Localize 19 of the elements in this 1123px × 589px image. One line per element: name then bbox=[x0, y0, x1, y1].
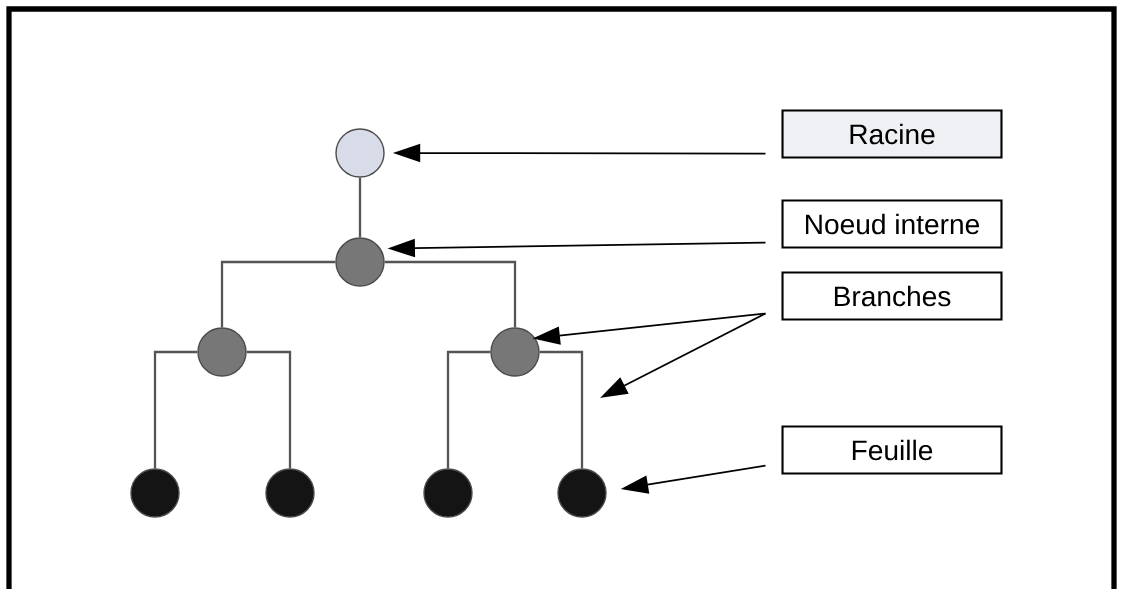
label-box: Racine bbox=[781, 109, 1003, 159]
branch-line bbox=[539, 350, 584, 469]
branch-line bbox=[446, 350, 491, 469]
label-box: Noeud interne bbox=[781, 199, 1003, 249]
branch-line bbox=[153, 350, 198, 469]
leaf-circle bbox=[265, 468, 315, 518]
label-box: Branches bbox=[781, 271, 1003, 321]
leaf-circle bbox=[557, 468, 607, 518]
internal-node-circle bbox=[490, 327, 540, 377]
branch-line bbox=[220, 260, 336, 328]
root-circle bbox=[335, 128, 385, 178]
branch-line bbox=[246, 350, 292, 469]
branch-line bbox=[358, 177, 362, 238]
leaf-circle bbox=[423, 468, 473, 518]
internal-node-circle bbox=[335, 237, 385, 287]
branch-line bbox=[384, 260, 517, 328]
leaf-circle bbox=[130, 468, 180, 518]
label-box: Feuille bbox=[781, 425, 1003, 475]
internal-node-circle bbox=[197, 327, 247, 377]
